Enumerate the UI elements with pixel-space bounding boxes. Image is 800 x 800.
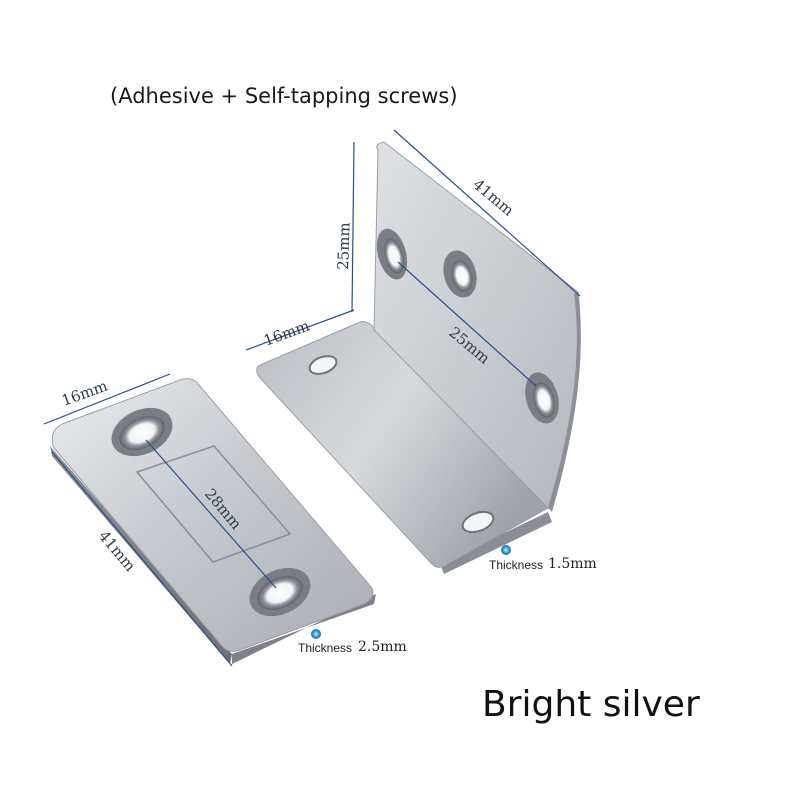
bracket-base-hole-1 [308, 355, 338, 375]
strike-plate-thickness-marker [311, 629, 321, 639]
bracket-base-hole-2 [461, 510, 495, 534]
strike-plate-width-label: 16mm [59, 377, 110, 410]
color-variant-label: Bright silver [482, 684, 700, 725]
bracket-thickness-marker [501, 545, 511, 555]
bracket-upright-height-label: 25mm [334, 222, 354, 270]
bracket-base-width-label: 16mm [261, 317, 312, 350]
product-heading: (Adhesive + Self-tapping screws) [110, 84, 458, 108]
strike-plate-thickness-value: 2.5mm [358, 639, 407, 655]
bracket-thickness-word: Thickness [489, 558, 543, 572]
strike-plate-thickness-word: Thickness [298, 641, 352, 655]
l-bracket [256, 141, 581, 574]
bracket-upright-length-label: 41mm [469, 175, 517, 219]
bracket-thickness-value: 1.5mm [548, 556, 597, 572]
dimension-lines [43, 129, 581, 667]
